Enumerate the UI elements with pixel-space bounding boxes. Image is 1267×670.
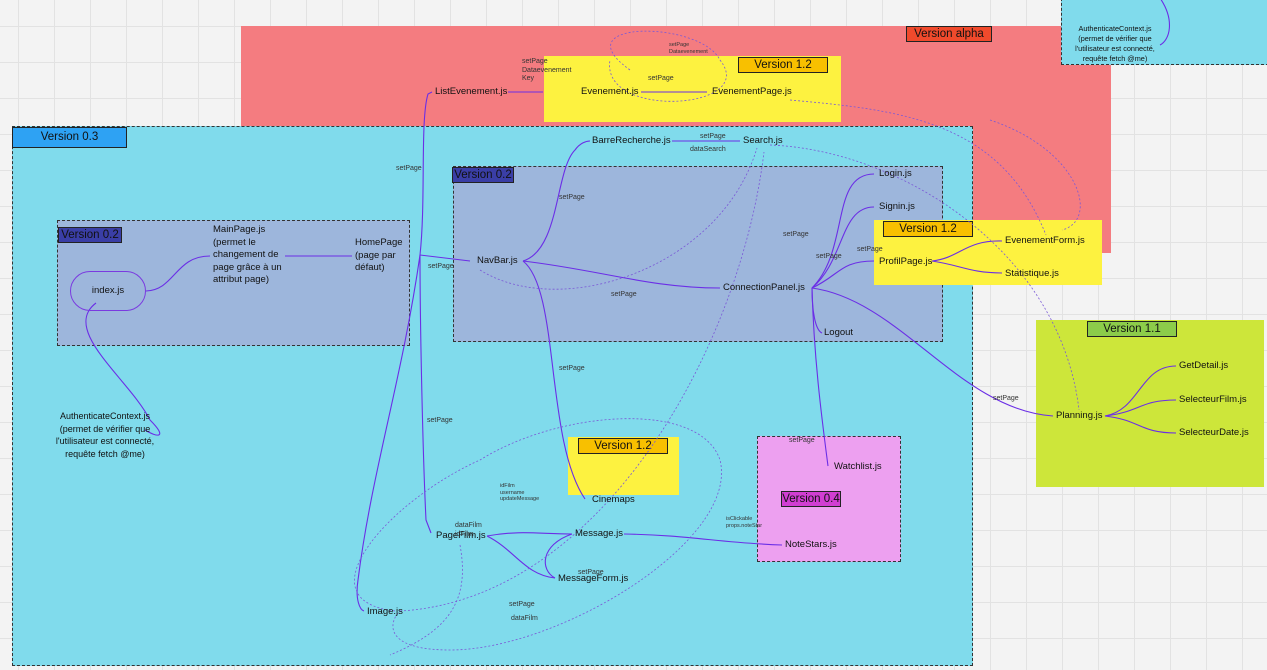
edge-navbar-connection <box>522 260 721 289</box>
edge-message-messageform <box>544 533 573 579</box>
planning-node: Planning.js <box>1056 410 1103 421</box>
edge-profil-statistique <box>931 260 1003 274</box>
version-1.2-profil-tag: Version 1.2 <box>883 221 973 237</box>
login-node: Login.js <box>879 168 912 179</box>
edge-conn-watchlist <box>811 287 829 467</box>
version-0.2-home-tag: Version 0.2 <box>58 227 122 243</box>
watchlist-node: Watchlist.js <box>834 461 882 472</box>
evenement-page-node: EvenementPage.js <box>712 86 792 97</box>
label-setpage-list: setPage Dataevenement Key <box>522 58 572 82</box>
message-form-node: MessageForm.js <box>558 573 629 584</box>
label-setpage-cinemaps: setPage <box>559 365 585 372</box>
label-setpage-evt: setPage <box>648 75 674 82</box>
edge-trunk-navbar <box>419 254 471 262</box>
dotted-image-search <box>399 151 765 612</box>
edge-index-mainpage <box>145 255 211 292</box>
edge-profil-evenementform <box>931 240 1003 262</box>
label-id-film: idFilm username updateMessage <box>500 483 540 502</box>
logout-node: Logout <box>824 327 854 338</box>
dotted-search-planning <box>769 144 1080 411</box>
edge-planning-getdetail <box>1104 365 1177 417</box>
dotted-pagefilm-image <box>389 544 463 656</box>
edge-index-auth <box>85 302 161 436</box>
dotted-image-loop <box>354 418 722 651</box>
page-film-node: PageFilm.js <box>436 530 486 541</box>
auth-context-top-node: AuthenticateContext.js (permet de vérifi… <box>1075 24 1155 63</box>
version-0.2-nav-tag: Version 0.2 <box>452 167 514 183</box>
note-stars-node: NoteStars.js <box>785 539 837 550</box>
cinemaps-node: Cinemaps <box>592 494 635 505</box>
label-setpage-navbar: setPage <box>428 263 454 270</box>
evenement-node: Evenement.js <box>581 86 639 97</box>
edge-auth-top <box>1159 0 1170 46</box>
main-page-node: MainPage.js (permet le changement de pag… <box>213 224 282 285</box>
edge-trunk-list <box>419 91 433 256</box>
edge-navbar-cinemaps <box>522 260 586 500</box>
dotted-auth-arc <box>989 119 1081 231</box>
version-0.4-tag: Version 0.4 <box>781 491 841 507</box>
version-alpha-tag: Version alpha <box>906 26 992 42</box>
barre-recherche-node: BarreRecherche.js <box>592 135 671 146</box>
edge-pagefilm-messageform <box>486 535 556 579</box>
edge-conn-login <box>811 173 875 289</box>
label-setpage-top: setPage Dataevenement <box>669 42 708 55</box>
home-page-node: HomePage (page par défaut) <box>355 237 403 273</box>
index-node: index.js <box>70 271 146 311</box>
edge-trunk-pagefilm <box>419 254 432 534</box>
get-detail-node: GetDetail.js <box>1179 360 1229 371</box>
label-setpage-planning: setPage <box>993 395 1019 402</box>
edge-trunk-image <box>356 254 421 612</box>
label-setpage-watchlist: setPage <box>789 437 815 444</box>
selecteur-film-node: SelecteurFilm.js <box>1179 394 1247 405</box>
version-0.3-tag: Version 0.3 <box>12 127 127 148</box>
version-1.1-tag: Version 1.1 <box>1087 321 1177 337</box>
connection-panel-node: ConnectionPanel.js <box>723 282 805 293</box>
label-setpage-signin: setPage <box>816 253 842 260</box>
label-setpage-profil: setPage <box>857 246 883 253</box>
label-setpage-search: setPage <box>700 133 726 140</box>
edge-conn-profil <box>811 260 875 289</box>
label-data-film-bottom: dataFilm <box>511 615 538 622</box>
auth-top-card <box>1061 0 1267 65</box>
label-setpage-login: setPage <box>783 231 809 238</box>
label-is-clickable: isClickable props.noteStar <box>726 516 763 529</box>
edge-planning-selecteurfilm <box>1104 399 1177 417</box>
message-node: Message.js <box>575 528 624 539</box>
label-setpage-msgform: setPage <box>578 569 604 576</box>
edge-navbar-barre <box>522 140 591 262</box>
label-setpage-left: setPage <box>396 165 422 172</box>
label-setpage-pagefilm: setPage <box>427 417 453 424</box>
evenement-form-node: EvenementForm.js <box>1005 235 1085 246</box>
label-setpage-image: setPage <box>509 601 535 608</box>
version-1.2-cinemaps-tag: Version 1.2 <box>578 438 668 454</box>
version-1.2-event-tag: Version 1.2 <box>738 57 828 73</box>
label-data-film-top: dataFilm idFilm <box>455 522 482 538</box>
selecteur-date-node: SelecteurDate.js <box>1179 427 1249 438</box>
dotted-evenementpage-form <box>789 99 1047 236</box>
list-evenement-node: ListEvenement.js <box>435 86 508 97</box>
label-setpage-barre: setPage <box>559 194 585 201</box>
label-setpage-conn: setPage <box>611 291 637 298</box>
edge-planning-selecteurdate <box>1104 415 1177 434</box>
profil-page-node: ProfilPage.js <box>879 256 933 267</box>
navbar-node: NavBar.js <box>477 255 518 266</box>
edge-conn-planning <box>811 287 1054 417</box>
label-data-search: dataSearch <box>690 146 726 153</box>
edge-pagefilm-message <box>486 532 573 537</box>
statistique-node: Statistique.js <box>1005 268 1059 279</box>
auth-context-left-node: AuthenticateContext.js (permet de vérifi… <box>55 411 155 459</box>
edge-message-notestars <box>623 533 783 546</box>
dotted-nav-search <box>479 147 758 290</box>
search-node: Search.js <box>743 135 783 146</box>
image-node: Image.js <box>367 606 403 617</box>
signin-node: Signin.js <box>879 201 915 212</box>
edge-conn-signin <box>811 206 875 289</box>
